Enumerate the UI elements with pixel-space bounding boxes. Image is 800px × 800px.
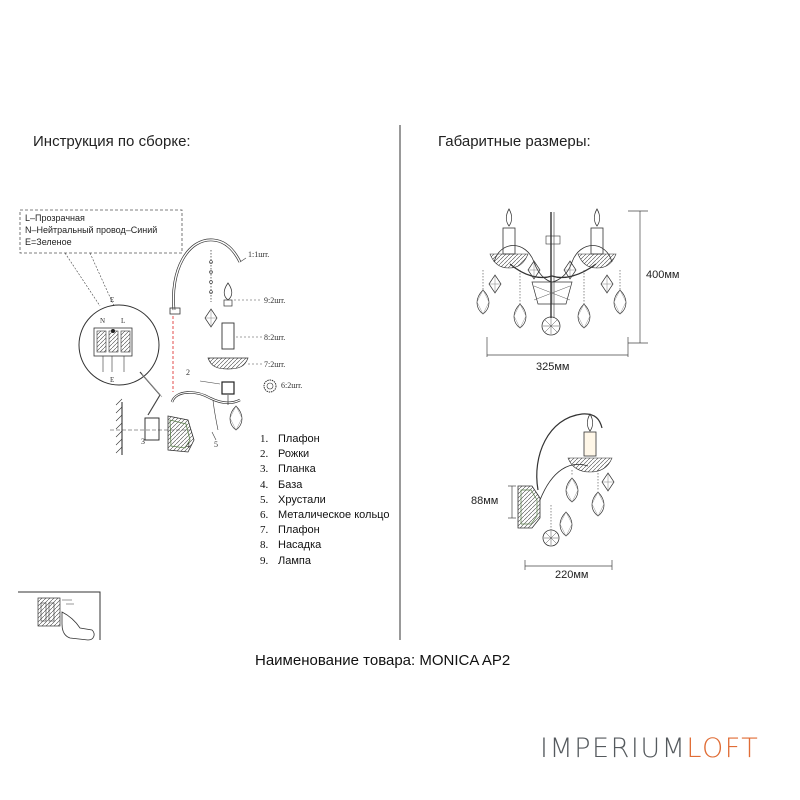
diagram-number-3: 3 xyxy=(141,437,145,446)
lamp-arm xyxy=(169,238,242,328)
brand-logo-part1: IMPERIUM xyxy=(540,733,687,764)
brand-logo: IMPERIUMLOFT xyxy=(540,733,759,764)
front-view-drawing xyxy=(476,208,627,336)
diagram-number-2: 2 xyxy=(186,368,190,377)
list-item: 8.Насадка xyxy=(260,539,322,552)
parts-list: 1.Плафон 2.Рожки 3.Планка 4.База 5.Хруст… xyxy=(260,432,389,569)
lamp-bulb xyxy=(223,282,233,307)
callout-part-8: 8:2шт. xyxy=(264,333,286,342)
dimension-lines-side xyxy=(508,485,613,570)
wall-mount xyxy=(110,398,195,455)
legend-line-e: E=Зеленое xyxy=(25,237,72,247)
diagram-number-5: 5 xyxy=(214,440,218,449)
bobeche-cup xyxy=(207,357,249,370)
legend-line-l: L–Прозрачная xyxy=(25,213,85,223)
diagram-number-4: 4 xyxy=(186,441,190,450)
terminal-block-detail xyxy=(78,304,160,386)
product-name: Наименование товара: MONICA AP2 xyxy=(255,652,511,669)
wiring-legend-box xyxy=(19,209,183,254)
list-item: 9.Лампа xyxy=(260,554,311,567)
list-item: 7.Плафон xyxy=(260,524,320,537)
callout-part-9: 9:2шт. xyxy=(264,296,286,305)
callout-part-7: 7:2шт. xyxy=(264,360,286,369)
terminal-label-n: N xyxy=(100,317,106,325)
callout-part-6: 6:2шт. xyxy=(281,381,303,390)
terminal-label-e-bottom: E xyxy=(110,376,115,384)
brand-logo-part2: LOFT xyxy=(686,733,760,764)
dimension-lines-front xyxy=(486,210,648,357)
list-item: 4.База xyxy=(260,478,303,491)
dimension-depth: 220мм xyxy=(555,569,589,581)
wiring-legend: L–Прозрачная N–Нейтральный провод–Синий … xyxy=(25,212,157,248)
list-item: 1.Плафон xyxy=(260,433,320,445)
terminal-label-l: L xyxy=(121,317,126,325)
metal-ring xyxy=(263,379,277,393)
dimensions-heading: Габаритные размеры: xyxy=(438,133,591,150)
callout-part-1: 1:1шт. xyxy=(248,250,270,259)
assembly-heading: Инструкция по сборке: xyxy=(33,133,191,150)
hand-installation-detail xyxy=(18,591,101,641)
list-item: 5.Хрустали xyxy=(260,493,326,506)
list-item: 6.Металическое кольцо xyxy=(260,509,390,522)
side-view-drawing xyxy=(517,413,615,547)
list-item: 3.Планка xyxy=(260,463,316,476)
list-item: 2.Рожки xyxy=(260,448,310,461)
dimension-height: 400мм xyxy=(646,269,680,281)
dimension-width: 325мм xyxy=(536,361,570,373)
terminal-label-e-top: E xyxy=(110,296,115,304)
lamp-sleeve xyxy=(221,322,235,350)
legend-line-n: N–Нейтральный провод–Синий xyxy=(25,225,158,235)
dimension-depth-plate: 88мм xyxy=(471,495,499,507)
